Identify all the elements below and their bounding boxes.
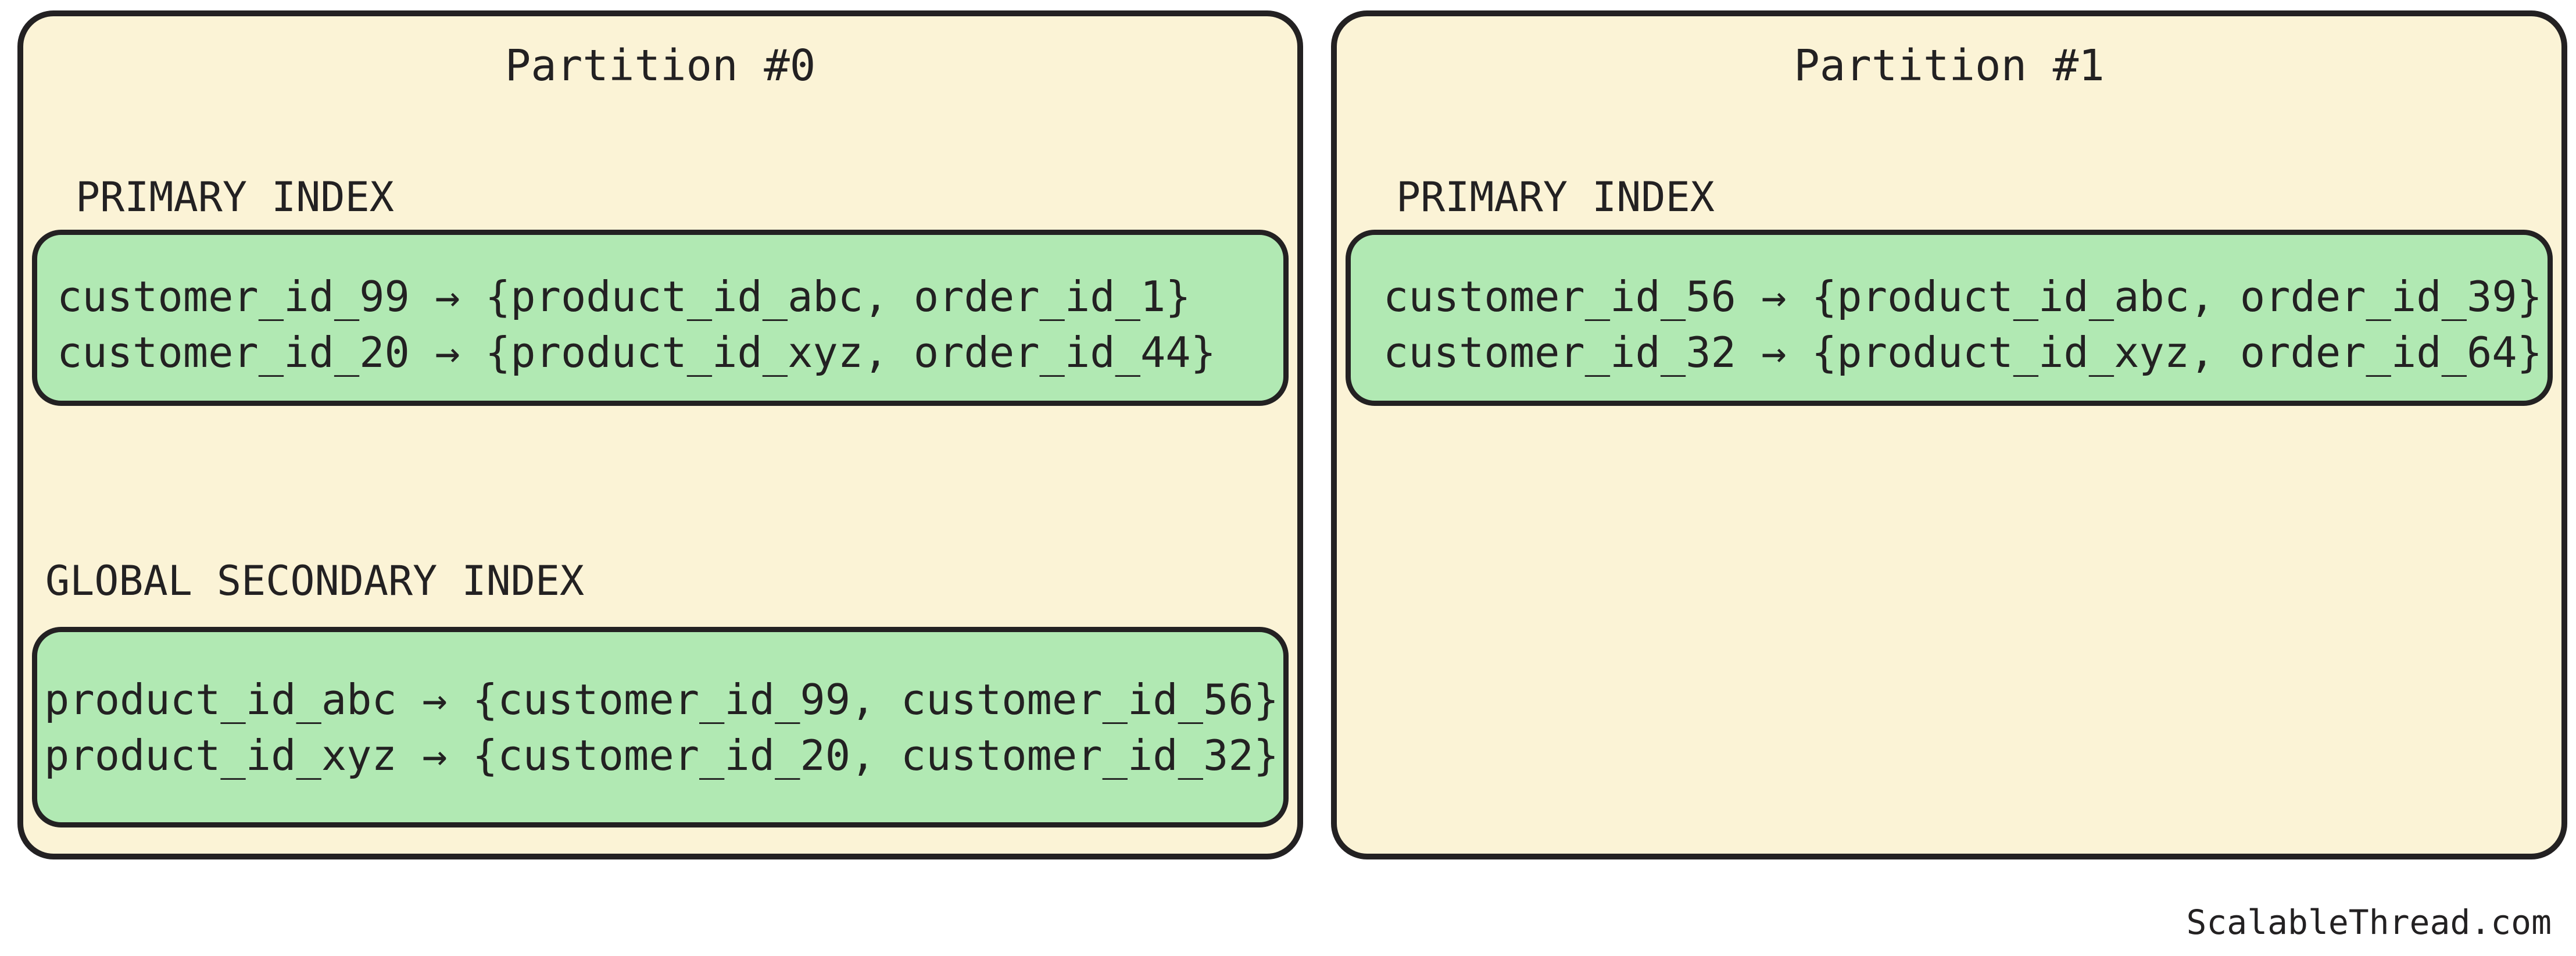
partition-1-primary-index-box: customer_id_56 → {product_id_abc, order_… (1346, 230, 2553, 406)
partition-0-box: Partition #0 PRIMARY INDEX customer_id_9… (17, 10, 1303, 859)
primary-index-entry: customer_id_56 → {product_id_abc, order_… (1383, 272, 2542, 321)
partition-1-primary-index-label: PRIMARY INDEX (1396, 173, 1715, 221)
partition-1-box: Partition #1 PRIMARY INDEX customer_id_5… (1331, 10, 2567, 859)
primary-index-entry: customer_id_99 → {product_id_abc, order_… (57, 272, 1191, 321)
partition-1-title: Partition #1 (1794, 41, 2105, 91)
partition-0-global-secondary-index-label: GLOBAL SECONDARY INDEX (45, 557, 585, 605)
primary-index-entry: customer_id_20 → {product_id_xyz, order_… (57, 327, 1216, 377)
partition-0-title: Partition #0 (505, 41, 816, 91)
watermark-text: ScalableThread.com (2186, 903, 2552, 942)
secondary-index-entry: product_id_abc → {customer_id_99, custom… (44, 675, 1279, 724)
secondary-index-entry: product_id_xyz → {customer_id_20, custom… (44, 730, 1279, 780)
partition-0-global-secondary-index-box: product_id_abc → {customer_id_99, custom… (32, 627, 1289, 827)
primary-index-entry: customer_id_32 → {product_id_xyz, order_… (1383, 327, 2542, 377)
partition-0-primary-index-label: PRIMARY INDEX (76, 173, 394, 221)
partition-0-primary-index-box: customer_id_99 → {product_id_abc, order_… (32, 230, 1289, 406)
